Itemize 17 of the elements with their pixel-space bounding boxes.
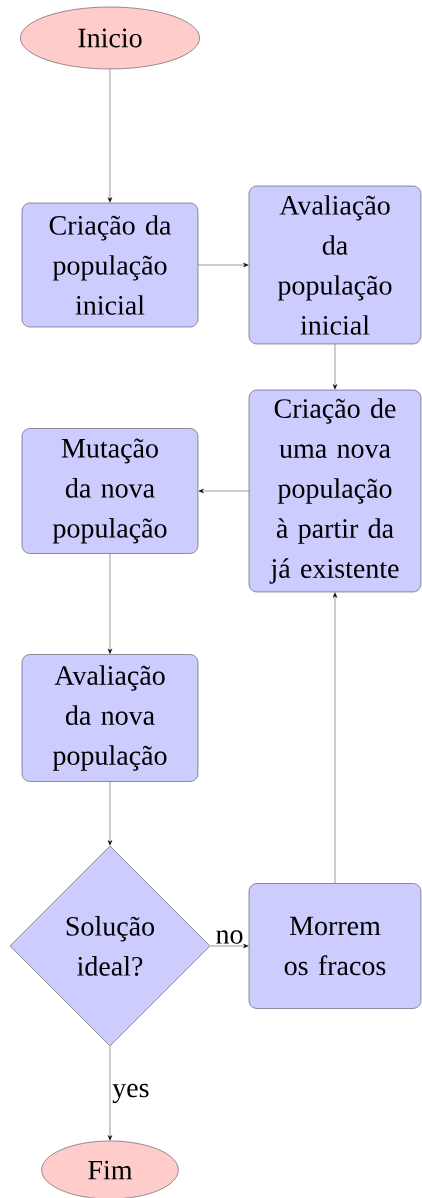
arrow [107,781,113,846]
arrow [198,262,249,268]
arrow [332,592,338,884]
arrow [107,69,113,203]
process-box: Morrem os fracos [248,883,422,1009]
arrow [210,943,249,949]
process-box: Avaliação da população inicial [248,185,422,345]
process-box: Avaliação da nova população [21,654,199,782]
arrow [198,488,249,494]
process-box: Criação da população inicial [21,202,199,328]
process-box: Mutação da nova população [21,428,199,554]
process-box: Criação de uma nova população à partir da já existente [248,389,422,593]
edge-label: yes [112,1083,149,1104]
arrow [107,553,113,654]
arrow [107,1046,113,1141]
edge-label: no [216,930,243,944]
arrow [332,344,338,390]
